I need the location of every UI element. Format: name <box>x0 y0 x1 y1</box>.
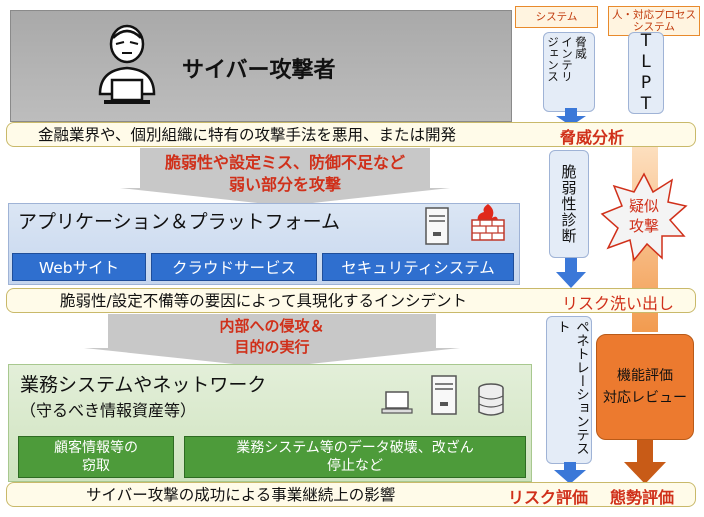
vuln-diag-box: 脆弱性診断 <box>549 150 589 258</box>
pentest-box <box>546 316 592 464</box>
server-icon-2 <box>431 375 457 415</box>
review-box: 機能評価 対応レビュー <box>596 334 694 440</box>
intrusion-arrow <box>84 314 460 368</box>
cloud-service-chip: クラウドサービス <box>151 253 317 281</box>
attacker-title: サイバー攻撃者 <box>182 58 336 83</box>
vuln-diag-arrow <box>556 258 586 288</box>
pseudo-attack-label: 疑似 攻撃 <box>628 197 659 235</box>
band-impact <box>6 482 696 507</box>
threat-intel-label: 脅威 インテリ ジェンス <box>546 36 588 82</box>
pentest-arrow <box>554 462 586 484</box>
band-threat-text: 金融業界や、個別組織に特有の攻撃手法を悪用、または開発 <box>38 126 457 144</box>
tag-system: システム <box>515 6 598 28</box>
pentest-label: ペネトレーションテスト <box>554 320 589 455</box>
attacker-banner <box>10 10 512 122</box>
data-destruction-chip: 業務システム等のデータ破壊、改ざん 停止など <box>184 436 526 478</box>
review-arrow <box>624 440 666 484</box>
hacker-icon <box>98 24 156 104</box>
band-incident <box>6 288 696 313</box>
app-platform-title: アプリケーション＆プラットフォーム <box>18 211 341 233</box>
security-system-chip: セキュリティシステム <box>322 253 514 281</box>
band-threat <box>6 122 696 147</box>
attack-arrow <box>120 148 450 206</box>
customer-info-theft-chip: 顧客情報等の 窃取 <box>18 436 174 478</box>
band-impact-text: サイバー攻撃の成功による事業継続上の影響 <box>86 486 396 504</box>
band-incident-text: 脆弱性/設定不備等の要因によって具現化するインシデント <box>60 292 467 310</box>
intrusion-arrow-text: 内部への侵攻＆ 目的の実行 <box>219 317 325 356</box>
business-title: 業務システムやネットワーク <box>20 374 267 396</box>
database-icon <box>478 383 504 416</box>
threat-intel-box <box>543 32 595 112</box>
server-icon <box>425 207 449 245</box>
firewall-icon <box>471 204 505 241</box>
posture-evaluation-label: 態勢評価 <box>610 488 675 507</box>
threat-intel-arrow <box>556 108 586 126</box>
threat-analysis-label: 脅威分析 <box>560 128 625 147</box>
business-subtitle: （守るべき情報資産等） <box>20 401 197 420</box>
risk-identification-label: リスク洗い出し <box>562 294 675 313</box>
laptop-icon <box>381 391 413 414</box>
attack-arrow-text: 脆弱性や設定ミス、防御不足など 弱い部分を攻撃 <box>164 153 405 194</box>
web-site-chip: Webサイト <box>12 253 146 281</box>
risk-evaluation-label: リスク評価 <box>508 488 589 507</box>
starburst-icon <box>600 172 688 262</box>
tlpt-box: TLPT <box>628 31 664 115</box>
